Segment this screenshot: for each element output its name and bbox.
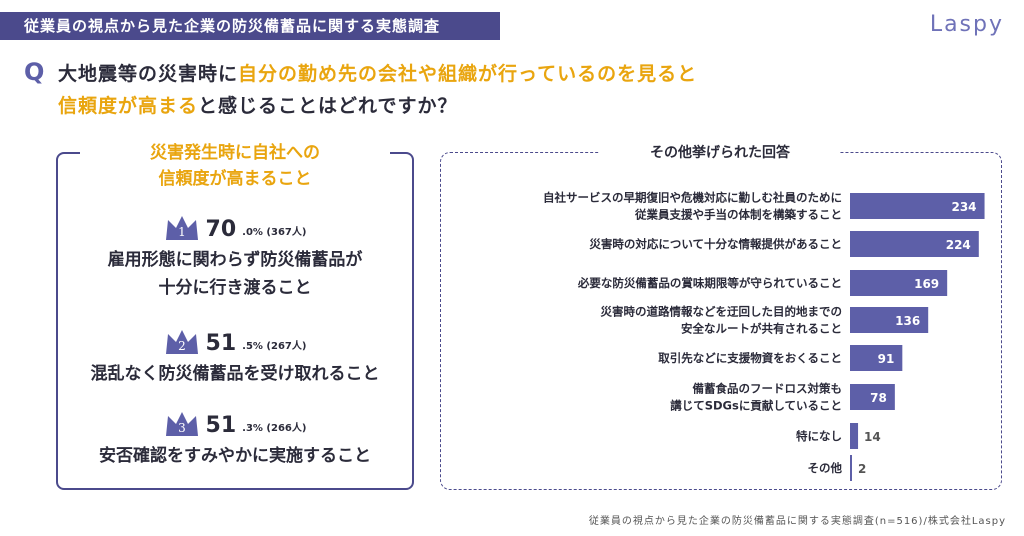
question-part1: 大地震等の災害時に xyxy=(58,63,239,85)
category-label-2-0: 必要な防災備蓄品の賞味期限等が守られていること xyxy=(577,276,842,290)
top-answers-title-line2: 信頼度が高まること xyxy=(158,169,312,189)
header-title: 従業員の視点から見た企業の防災備蓄品に関する実態調査 xyxy=(0,12,500,40)
crown-icon: 2 xyxy=(165,330,198,354)
rank-item-3: 3 51 .3% (266人) 安否確認をすみやかに実施すること xyxy=(60,402,410,470)
category-label-5-1: 講じてSDGsに貢献していること xyxy=(670,399,842,413)
chart-title: その他挙げられた回答 xyxy=(600,142,840,162)
bar-value-label-4: 91 xyxy=(878,352,895,366)
rank-2-label: 混乱なく防災備蓄品を受け取れること xyxy=(90,364,380,384)
bar-value-label-3: 136 xyxy=(895,314,920,328)
svg-text:2: 2 xyxy=(178,339,186,353)
rank-item-1: 1 70 .0% (367人) 雇用形態に関わらず防災備蓄品が 十分に行き渡るこ… xyxy=(60,206,410,302)
rank-3-percent-detail: .3% (266人) xyxy=(242,423,307,434)
top-answers-title-line1: 災害発生時に自社への xyxy=(150,143,320,163)
category-label-3-1: 安全なルートが共有されること xyxy=(681,322,842,336)
category-label-7-0: その他 xyxy=(808,461,843,475)
category-label-3-0: 災害時の道路情報などを迂回した目的地までの xyxy=(600,305,843,319)
crown-icon: 3 xyxy=(165,412,198,436)
bar-1 xyxy=(850,231,979,257)
question-part2: 自分の勤め先の会社や組織が行っているのを見ると xyxy=(238,63,698,85)
bar-7 xyxy=(850,455,852,481)
footer-source: 従業員の視点から見た企業の防災備蓄品に関する実態調査(n=516)/株式会社La… xyxy=(588,516,1006,527)
rank-3-label: 安否確認をすみやかに実施すること xyxy=(99,446,371,466)
rank-1-label-line2: 十分に行き渡ること xyxy=(158,278,312,298)
category-label-0-0: 自社サービスの早期復旧や危機対応に勤しむ社員のために xyxy=(543,191,842,205)
rank-2-percent-detail: .5% (267人) xyxy=(242,341,307,352)
rank-1-percent-detail: .0% (367人) xyxy=(242,227,307,238)
rank-2-percent: 51 xyxy=(205,331,237,356)
question-mark: Q xyxy=(24,58,45,86)
bar-2 xyxy=(850,270,948,296)
rank-3-percent: 51 xyxy=(205,413,237,438)
rank-item-2: 2 51 .5% (267人) 混乱なく防災備蓄品を受け取れること xyxy=(60,320,410,388)
brand-logo: Laspy xyxy=(929,12,1004,37)
bar-value-label-5: 78 xyxy=(870,391,887,405)
question-part3: 信頼度が高まる xyxy=(58,95,199,117)
question-text: 大地震等の災害時に自分の勤め先の会社や組織が行っているのを見ると 信頼度が高まる… xyxy=(58,58,697,122)
crown-icon: 1 xyxy=(165,216,198,240)
bar-4 xyxy=(850,345,903,371)
bar-0 xyxy=(850,193,985,219)
other-answers-bar-chart: 234 自社サービスの早期復旧や危機対応に勤しむ社員のために従業員支援や手当の体制… xyxy=(543,191,985,481)
category-label-5-0: 備蓄食品のフードロス対策も xyxy=(693,382,843,396)
top-answers-title: 災害発生時に自社への 信頼度が高まること xyxy=(80,140,390,192)
bar-5 xyxy=(850,384,895,410)
rank-1-percent: 70 xyxy=(205,217,237,242)
category-label-4-0: 取引先などに支援物資をおくること xyxy=(658,351,842,365)
category-label-6-0: 特になし xyxy=(796,429,842,443)
bar-value-label-7: 2 xyxy=(858,462,866,476)
bar-value-label-6: 14 xyxy=(864,430,881,444)
bar-value-label-1: 224 xyxy=(946,238,971,252)
bar-value-label-0: 234 xyxy=(951,200,976,214)
question-part4: と感じることはどれですか？ xyxy=(198,95,458,117)
category-label-1-0: 災害時の対応について十分な情報提供があること xyxy=(588,237,842,251)
bar-6 xyxy=(850,423,859,449)
bar-3 xyxy=(850,307,929,333)
svg-text:1: 1 xyxy=(178,225,186,239)
rank-1-label-line1: 雇用形態に関わらず防災備蓄品が xyxy=(107,250,363,270)
category-label-0-1: 従業員支援や手当の体制を構築すること xyxy=(634,208,842,222)
bar-value-label-2: 169 xyxy=(914,277,939,291)
svg-text:3: 3 xyxy=(178,421,186,435)
